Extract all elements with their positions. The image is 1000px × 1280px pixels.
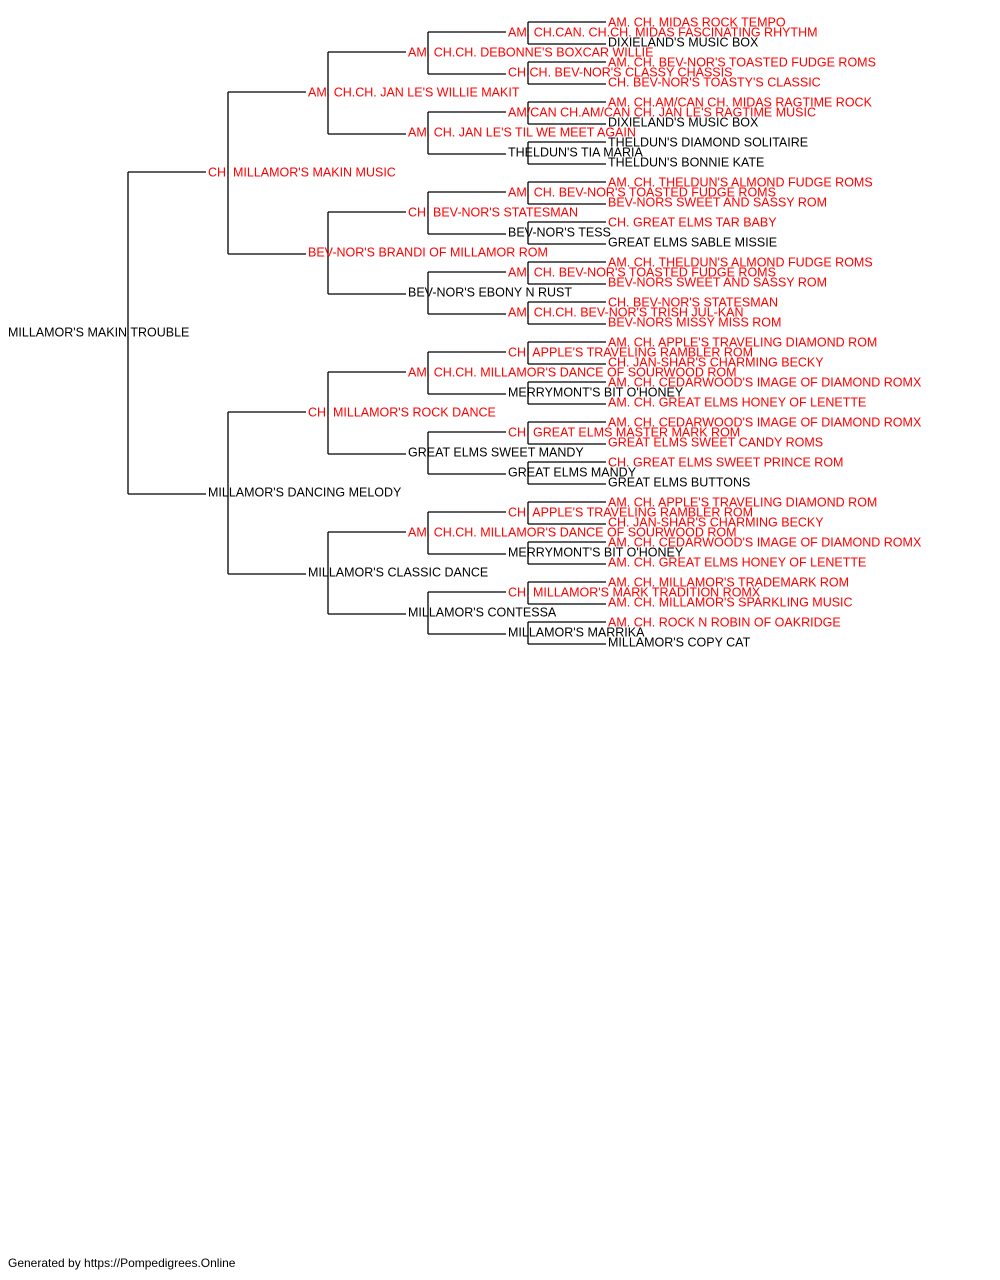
dog-name-gen5[interactable]: CH. GREAT ELMS SWEET PRINCE ROM [608, 455, 843, 469]
dog-name-gen5[interactable]: CH. BEV-NOR'S TOASTY'S CLASSIC [608, 75, 821, 89]
dog-name-gen5[interactable]: AM. CH. CEDARWOOD'S IMAGE OF DIAMOND ROM… [608, 535, 922, 549]
dog-name-gen5[interactable]: AM. CH. GREAT ELMS HONEY OF LENETTE [608, 395, 866, 409]
pedigree-connector-lines [127, 21, 606, 645]
dog-name-gen4[interactable]: AM. CH. BEV-NOR'S TOASTED FUDGE ROMS [508, 265, 776, 279]
dog-name-gen5[interactable]: AM. CH. ROCK N ROBIN OF OAKRIDGE [608, 615, 841, 629]
dog-name-gen4[interactable]: AM. CH. BEV-NOR'S TOASTED FUDGE ROMS [508, 185, 776, 199]
dog-name-gen5[interactable]: DIXIELAND'S MUSIC BOX [608, 115, 759, 129]
dog-name-gen4[interactable]: CH.CH. BEV-NOR'S CLASSY CHASSIS [508, 65, 732, 79]
dog-name-gen5[interactable]: AM. CH. THELDUN'S ALMOND FUDGE ROMS [608, 175, 873, 189]
dog-name-gen5[interactable]: AM. CH. MILLAMOR'S SPARKLING MUSIC [608, 595, 853, 609]
dog-name-gen5[interactable]: GREAT ELMS BUTTONS [608, 475, 750, 489]
dog-name-gen4[interactable]: MILLAMOR'S MARRIKA [508, 625, 645, 639]
dog-name-gen5[interactable]: THELDUN'S BONNIE KATE [608, 155, 764, 169]
dog-name-gen3[interactable]: MILLAMOR'S CONTESSA [408, 605, 557, 619]
dog-name-gen3[interactable]: CH. BEV-NOR'S STATESMAN [408, 205, 578, 219]
dog-name-gen5[interactable]: BEV-NORS SWEET AND SASSY ROM [608, 275, 827, 289]
dog-name-gen2[interactable]: BEV-NOR'S BRANDI OF MILLAMOR ROM [308, 245, 548, 259]
dog-name-gen5[interactable]: AM. CH. CEDARWOOD'S IMAGE OF DIAMOND ROM… [608, 415, 922, 429]
dog-name-gen5[interactable]: CH. JAN-SHAR'S CHARMING BECKY [608, 355, 824, 369]
dog-name-gen3[interactable]: AM. CH.CH. MILLAMOR'S DANCE OF SOURWOOD … [408, 365, 737, 379]
dog-name-gen4[interactable]: GREAT ELMS MANDY [508, 465, 637, 479]
dog-name-gen5[interactable]: AM. CH. MIDAS ROCK TEMPO [608, 15, 786, 29]
dog-name-gen1[interactable]: MILLAMOR'S DANCING MELODY [208, 485, 402, 499]
dog-name-gen2[interactable]: CH. MILLAMOR'S ROCK DANCE [308, 405, 496, 419]
dog-name-gen5[interactable]: THELDUN'S DIAMOND SOLITAIRE [608, 135, 808, 149]
dog-name-gen5[interactable]: GREAT ELMS SABLE MISSIE [608, 235, 777, 249]
dog-name-gen4[interactable]: THELDUN'S TIA MARIA [508, 145, 643, 159]
dog-name-gen5[interactable]: BEV-NORS SWEET AND SASSY ROM [608, 195, 827, 209]
dog-name-gen2[interactable]: AM. CH.CH. JAN LE'S WILLIE MAKIT [308, 85, 520, 99]
dog-name-gen4[interactable]: CH. APPLE'S TRAVELING RAMBLER ROM [508, 505, 753, 519]
dog-name-gen4[interactable]: MERRYMONT'S BIT O'HONEY [508, 545, 684, 559]
dog-name-gen5[interactable]: AM. CH. CEDARWOOD'S IMAGE OF DIAMOND ROM… [608, 375, 922, 389]
dog-name-gen4[interactable]: CH. APPLE'S TRAVELING RAMBLER ROM [508, 345, 753, 359]
dog-name-gen5[interactable]: CH. BEV-NOR'S STATESMAN [608, 295, 778, 309]
dog-name-gen5[interactable]: AM. CH. BEV-NOR'S TOASTED FUDGE ROMS [608, 55, 876, 69]
dog-name-gen5[interactable]: AM. CH. MILLAMOR'S TRADEMARK ROM [608, 575, 849, 589]
dog-name-gen1[interactable]: CH. MILLAMOR'S MAKIN MUSIC [208, 165, 396, 179]
dog-name-gen5[interactable]: MILLAMOR'S COPY CAT [608, 635, 751, 649]
dog-name-gen3[interactable]: BEV-NOR'S EBONY N RUST [408, 285, 572, 299]
dog-name-gen4[interactable]: AM/CAN CH.AM/CAN CH. JAN LE'S RAGTIME MU… [508, 105, 816, 119]
dog-name-gen5[interactable]: CH. GREAT ELMS TAR BABY [608, 215, 777, 229]
dog-name-gen4[interactable]: CH. GREAT ELMS MASTER MARK ROM [508, 425, 740, 439]
dog-name-gen4[interactable]: MERRYMONT'S BIT O'HONEY [508, 385, 684, 399]
dog-name-gen3[interactable]: AM. CH.CH. DEBONNE'S BOXCAR WILLIE [408, 45, 653, 59]
dog-name-gen0[interactable]: MILLAMOR'S MAKIN TROUBLE [8, 325, 189, 339]
pedigree-names: AM. CH. MIDAS ROCK TEMPO DIXIELAND'S MUSI… [8, 15, 922, 649]
dog-name-gen5[interactable]: AM. CH. GREAT ELMS HONEY OF LENETTE [608, 555, 866, 569]
dog-name-gen3[interactable]: AM. CH. JAN LE'S TIL WE MEET AGAIN [408, 125, 636, 139]
dog-name-gen3[interactable]: AM. CH.CH. MILLAMOR'S DANCE OF SOURWOOD … [408, 525, 737, 539]
dog-name-gen4[interactable]: AM. CH.CAN. CH.CH. MIDAS FASCINATING RHY… [508, 25, 818, 39]
dog-name-gen2[interactable]: MILLAMOR'S CLASSIC DANCE [308, 565, 488, 579]
dog-name-gen5[interactable]: GREAT ELMS SWEET CANDY ROMS [608, 435, 823, 449]
dog-name-gen5[interactable]: DIXIELAND'S MUSIC BOX [608, 35, 759, 49]
dog-name-gen5[interactable]: BEV-NORS MISSY MISS ROM [608, 315, 781, 329]
generated-by-footer: Generated by https://Pompedigrees.Online [8, 1256, 236, 1270]
dog-name-gen3[interactable]: GREAT ELMS SWEET MANDY [408, 445, 584, 459]
dog-name-gen5[interactable]: AM. CH. APPLE'S TRAVELING DIAMOND ROM [608, 335, 877, 349]
dog-name-gen5[interactable]: AM. CH.AM/CAN CH. MIDAS RAGTIME ROCK [608, 95, 873, 109]
dog-name-gen5[interactable]: AM. CH. THELDUN'S ALMOND FUDGE ROMS [608, 255, 873, 269]
dog-name-gen4[interactable]: AM. CH.CH. BEV-NOR'S TRISH JUL-KAN [508, 305, 744, 319]
dog-name-gen4[interactable]: BEV-NOR'S TESS [508, 225, 611, 239]
dog-name-gen5[interactable]: CH. JAN-SHAR'S CHARMING BECKY [608, 515, 824, 529]
dog-name-gen4[interactable]: CH. MILLAMOR'S MARK TRADITION ROMX [508, 585, 761, 599]
dog-name-gen5[interactable]: AM. CH. APPLE'S TRAVELING DIAMOND ROM [608, 495, 877, 509]
